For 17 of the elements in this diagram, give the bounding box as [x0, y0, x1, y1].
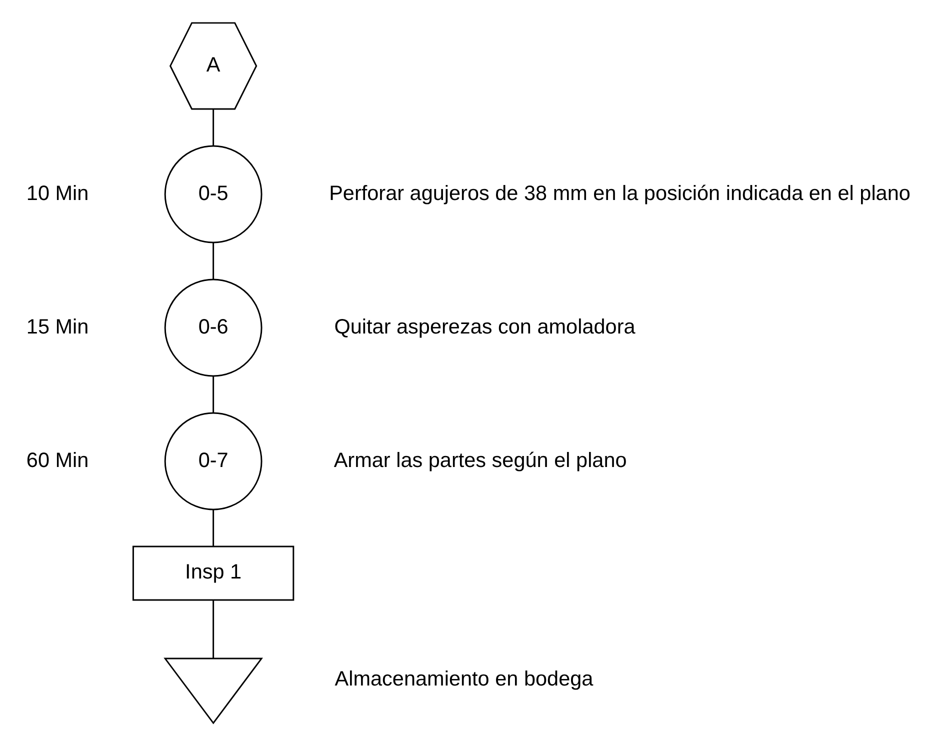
- node-label: Almacenamiento en bodega: [334, 667, 594, 690]
- node-box: Insp 1: [132, 545, 294, 600]
- node-triangle: [164, 657, 263, 724]
- connector: [212, 108, 214, 146]
- node-label: Quitar asperezas con amoladora: [334, 314, 636, 338]
- node-circle: 0-6: [164, 278, 262, 376]
- connector: [212, 509, 214, 546]
- connector: [212, 600, 214, 658]
- node-label: 15 Min: [26, 314, 89, 338]
- node-circle: 0-5: [164, 144, 262, 243]
- connector: [212, 376, 214, 412]
- node-label: Armar las partes según el plano: [334, 448, 627, 472]
- node-circle: 0-7: [164, 412, 262, 510]
- node-label: Perforar agujeros de 38 mm en la posición indicada en el plano: [329, 181, 910, 204]
- node-label: 60 Min: [26, 448, 89, 472]
- node-label: 10 Min: [26, 181, 89, 204]
- connector: [212, 242, 214, 279]
